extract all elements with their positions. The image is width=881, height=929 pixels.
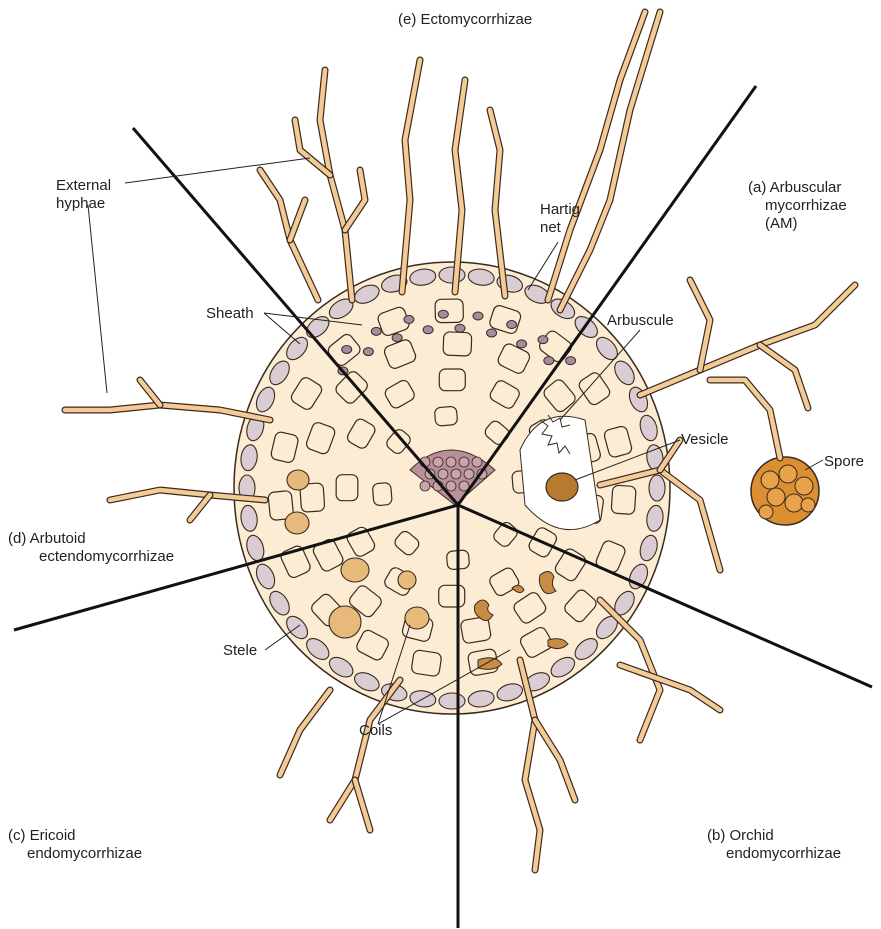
cortex-cell bbox=[336, 475, 358, 501]
hartig-net-cell bbox=[392, 334, 402, 342]
label-vesicle: Vesicle bbox=[681, 431, 729, 448]
hartig-net-cell bbox=[544, 357, 554, 365]
hartig-net-cell bbox=[371, 327, 381, 335]
cortex-cell bbox=[411, 650, 442, 677]
sheath-cell bbox=[649, 475, 665, 501]
cortex-cell bbox=[372, 482, 392, 505]
cortex-cell bbox=[443, 332, 472, 356]
hartig-net-cell bbox=[517, 340, 527, 348]
hypha-outline bbox=[760, 345, 808, 408]
label-external-hyphae: External hyphae bbox=[56, 177, 115, 212]
stele-cell bbox=[464, 469, 474, 479]
stele-cell bbox=[446, 457, 456, 467]
vesicle bbox=[546, 473, 578, 501]
hartig-net-cell bbox=[455, 324, 465, 332]
hartig-net-cell bbox=[538, 336, 548, 344]
cortex-cell bbox=[439, 585, 465, 607]
label-ectomycorrhizae: (e) Ectomycorrhizae bbox=[398, 11, 532, 28]
hypha bbox=[140, 380, 160, 405]
hartig-net-cell bbox=[566, 357, 576, 365]
hypha bbox=[355, 780, 370, 830]
label-arbuscular-mycorrhizae: (a) Arbuscular mycorrhizae (AM) bbox=[748, 179, 851, 232]
hartig-net-cell bbox=[507, 321, 517, 329]
hypha bbox=[548, 12, 645, 300]
label-stele: Stele bbox=[223, 642, 257, 659]
label-coils: Coils bbox=[359, 722, 392, 739]
stele-cell bbox=[459, 457, 469, 467]
hartig-net-cell bbox=[473, 312, 483, 320]
cortex-cell bbox=[611, 485, 636, 514]
stele-cell bbox=[438, 469, 448, 479]
hypha bbox=[560, 12, 660, 310]
stele-cell bbox=[420, 481, 430, 491]
hartig-net-cell bbox=[487, 329, 497, 337]
sheath-cell bbox=[439, 267, 465, 283]
cortex-cell bbox=[435, 299, 463, 323]
sheath-cell bbox=[439, 693, 465, 709]
hypha bbox=[190, 495, 210, 520]
label-spore: Spore bbox=[824, 453, 864, 470]
hartig-net-cell bbox=[404, 315, 414, 323]
label-ericoid-endomycorrhizae: (c) Ericoid endomycorrhizae bbox=[8, 827, 142, 862]
label-orchid-endomycorrhizae: (b) Orchid endomycorrhizae bbox=[707, 827, 841, 862]
hypha bbox=[290, 200, 305, 240]
spore bbox=[751, 457, 819, 525]
hypha bbox=[535, 720, 575, 800]
cortex-cell bbox=[439, 369, 465, 391]
stele-cell bbox=[451, 469, 461, 479]
stele-cell bbox=[433, 457, 443, 467]
label-arbuscule: Arbuscule bbox=[607, 312, 674, 329]
stele-cell bbox=[446, 481, 456, 491]
label-arbutoid-ectendomycorrhizae: (d) Arbutoid ectendomycorrhizae bbox=[8, 530, 174, 565]
hartig-net-cell bbox=[363, 348, 373, 356]
stele-cell bbox=[472, 457, 482, 467]
hartig-net-cell bbox=[438, 310, 448, 318]
cortex-cell bbox=[434, 406, 457, 426]
hartig-net-cell bbox=[423, 326, 433, 334]
hartig-net-cell bbox=[342, 345, 352, 353]
hypha bbox=[280, 690, 330, 775]
label-sheath: Sheath bbox=[206, 305, 254, 322]
